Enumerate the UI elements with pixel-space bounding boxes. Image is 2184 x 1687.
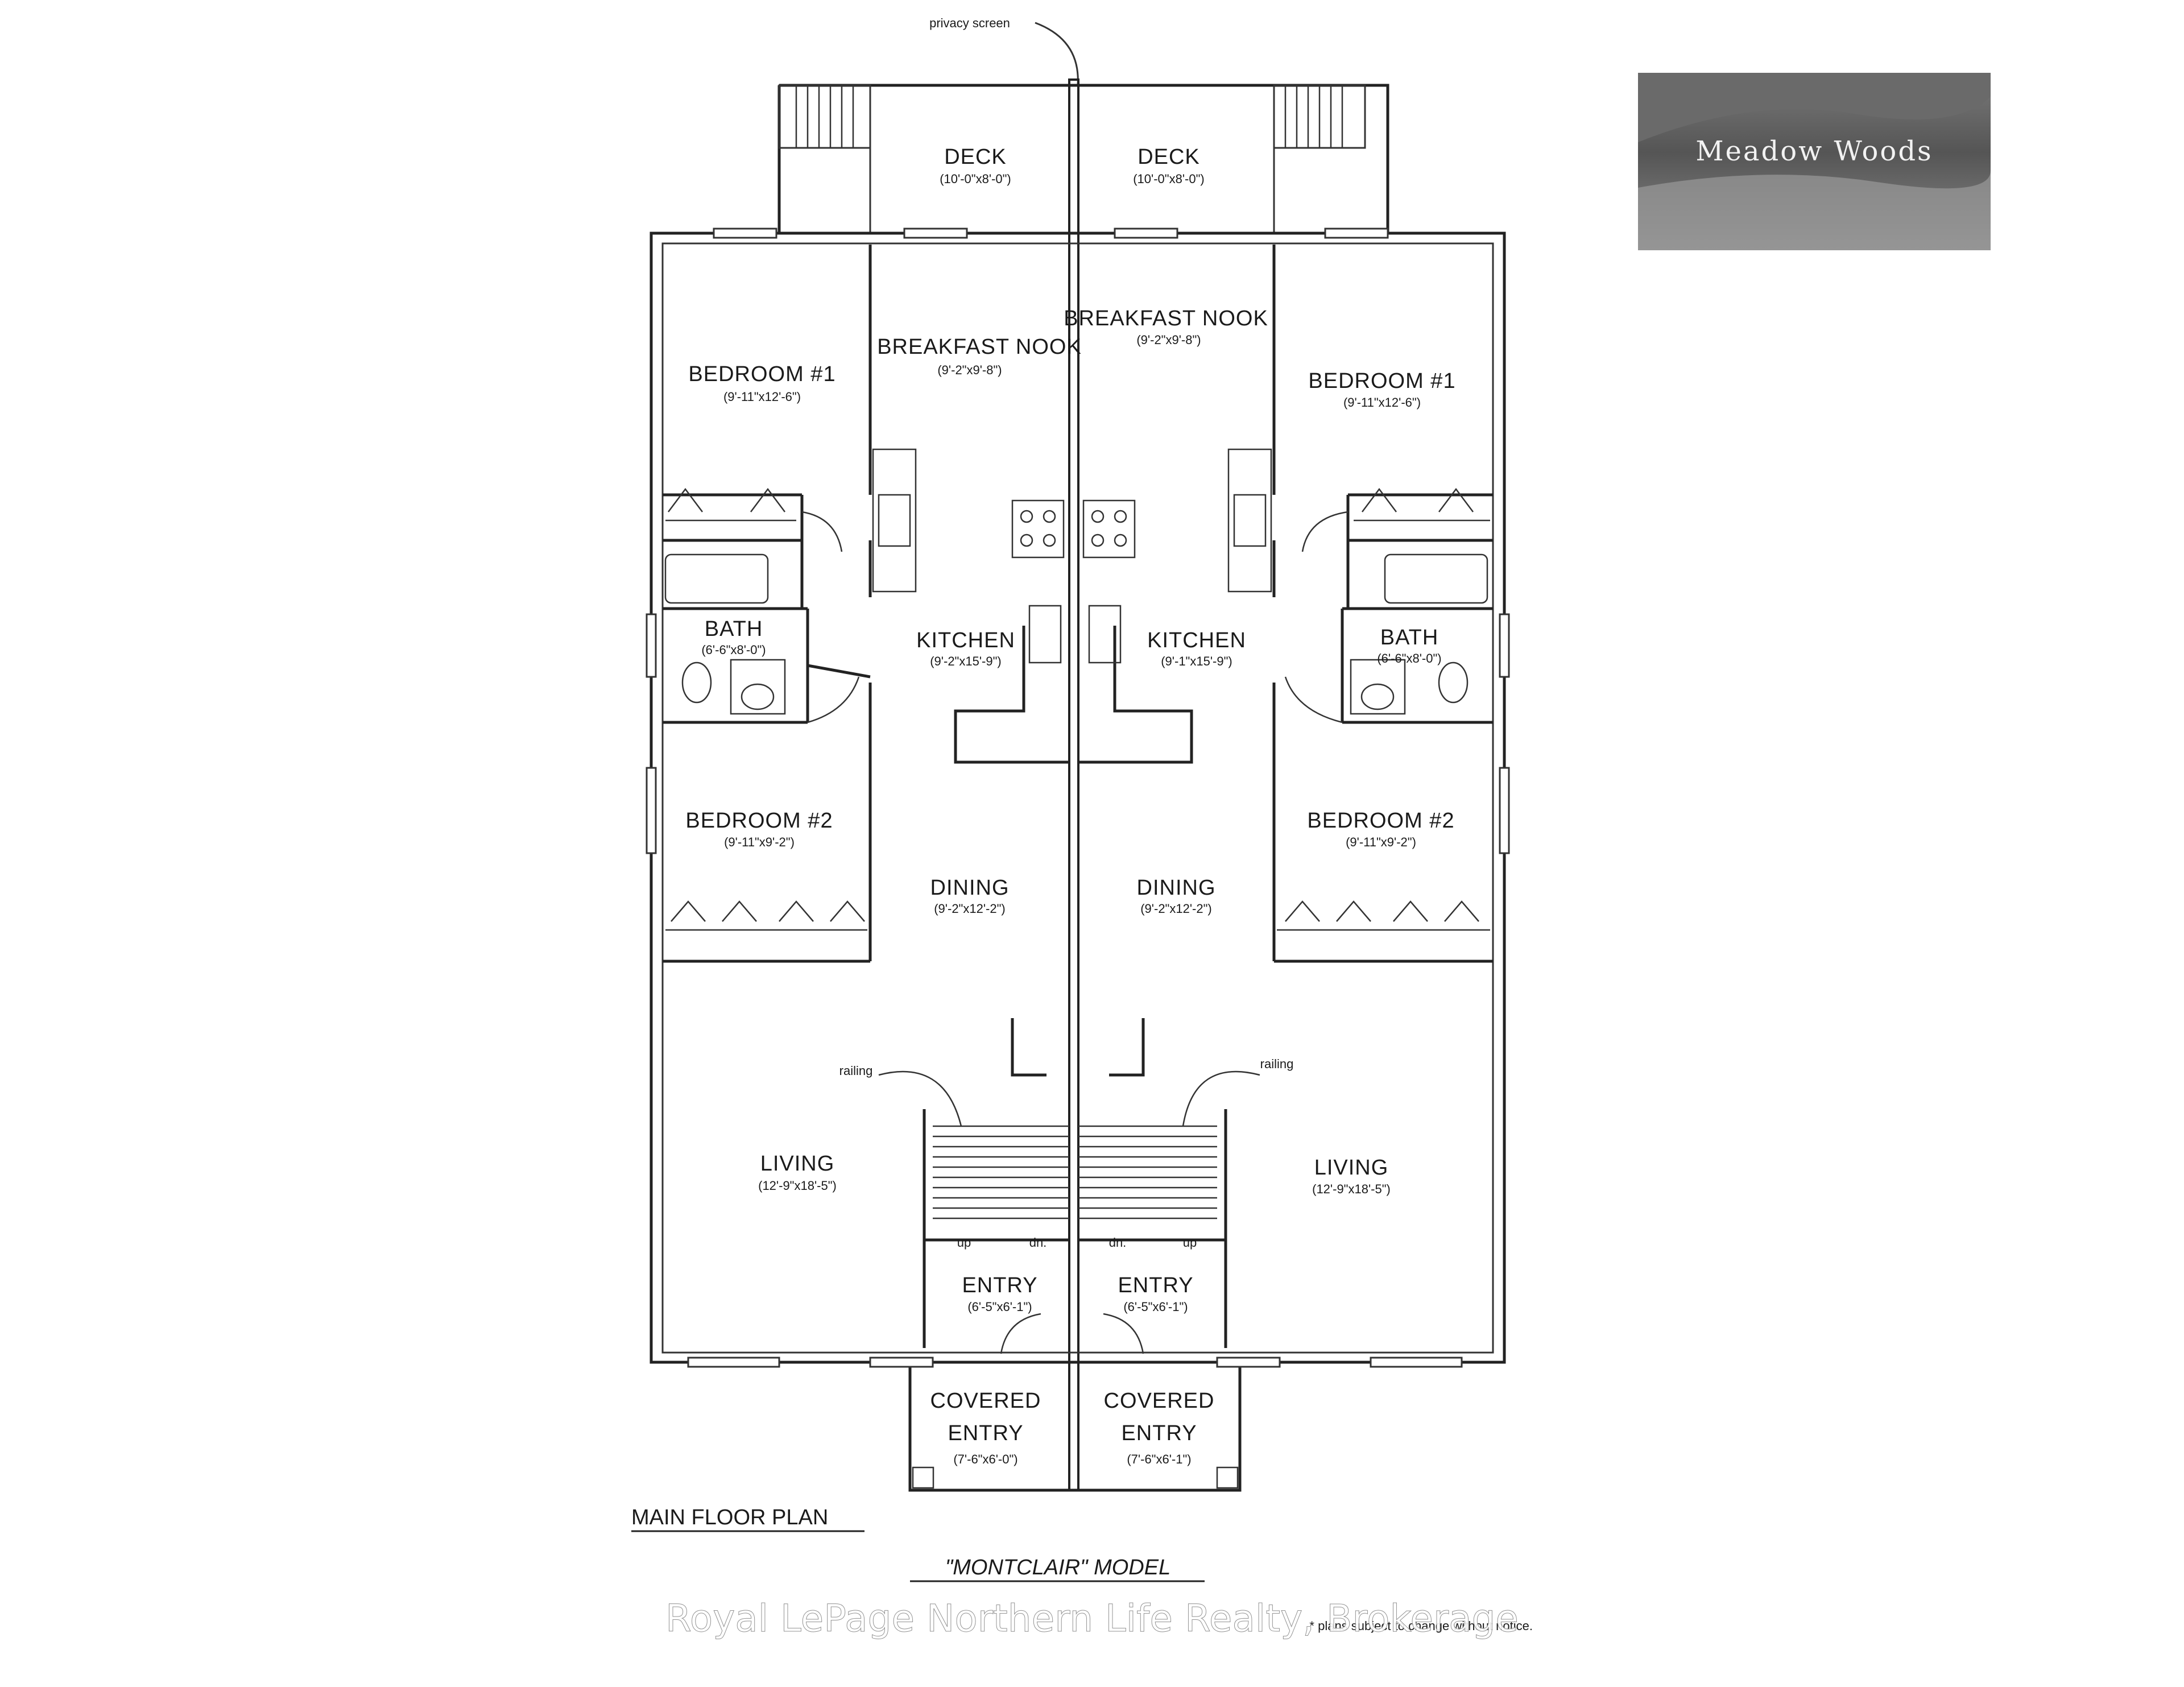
dining-right-name: DINING [1137,876,1216,900]
meadow-woods-logo: Meadow Woods [1638,73,1991,250]
living-left-dim: (12'-9"x18'-5") [758,1179,837,1193]
model-name: "MONTCLAIR" MODEL [945,1556,1170,1580]
living-left-name: LIVING [760,1152,835,1176]
bedroom2-right-dim: (9'-11"x9'-2") [1346,835,1416,849]
nook-left-name: BREAKFAST NOOK [877,335,1082,359]
nook-right-name: BREAKFAST NOOK [1064,307,1268,330]
bath-left-name: BATH [705,617,763,641]
covered-left-line1: COVERED [930,1389,1041,1413]
privacy-screen-label: privacy screen [929,16,1010,30]
bedroom1-right-dim: (9'-11"x12'-6") [1343,395,1421,410]
bedroom1-left-dim: (9'-11"x12'-6") [723,390,801,404]
entry-left-name: ENTRY [962,1273,1037,1297]
bath-right-name: BATH [1380,626,1439,650]
nook-left-dim: (9'-2"x9'-8") [937,363,1002,377]
entry-stairs-right [1078,1125,1217,1219]
stairs-dn-right: dn. [1109,1235,1127,1250]
entry-right-name: ENTRY [1118,1273,1193,1297]
windows [646,228,1510,1368]
party-wall [1068,78,1079,1491]
kitchen-right-name: KITCHEN [1147,629,1246,652]
dining-left-name: DINING [930,876,1010,900]
privacy-screen-leader [1035,22,1079,86]
deck-right-name: DECK [1138,145,1200,169]
bedroom1-right-name: BEDROOM #1 [1308,369,1455,393]
entry-stairs-left [933,1125,1069,1219]
bedroom1-left-name: BEDROOM #1 [688,362,835,386]
bath-left-dim: (6'-6"x8'-0") [701,643,766,657]
kitchen-right-dim: (9'-1"x15'-9") [1161,654,1232,668]
interior-walls [663,245,1493,1492]
covered-right-line2: ENTRY [1121,1421,1197,1445]
plan-title: MAIN FLOOR PLAN [631,1506,828,1529]
deck-left-name: DECK [944,145,1007,169]
bath-right-dim: (6'-6"x8'-0") [1377,651,1441,665]
stairs-dn-left: dn. [1029,1235,1047,1250]
living-right-dim: (12'-9"x18'-5") [1312,1182,1391,1196]
stairs-up-right: up [1183,1235,1197,1250]
deck-stairs-right [1284,85,1343,148]
covered-right-dim: (7'-6"x6'-1") [1127,1452,1191,1466]
railing-left-label: railing [839,1064,873,1078]
deck-left-dim: (10'-0"x8'-0") [940,172,1011,186]
deck-right-dim: (10'-0"x8'-0") [1133,172,1205,186]
deck-stairs-left [795,85,854,148]
covered-left-line2: ENTRY [948,1421,1023,1445]
dining-right-dim: (9'-2"x12'-2") [1140,902,1212,916]
railing-right-label: railing [1260,1057,1294,1071]
bedroom2-right-name: BEDROOM #2 [1307,809,1454,833]
bedroom2-left-dim: (9'-11"x9'-2") [724,835,795,849]
disclaimer: * plans subject to change without notice… [1309,1619,1533,1633]
stairs-up-left: up [957,1235,971,1250]
room-labels: DECK (10'-0"x8'-0") DECK (10'-0"x8'-0") … [685,145,1455,1466]
covered-right-line1: COVERED [1104,1389,1215,1413]
nook-right-dim: (9'-2"x9'-8") [1136,333,1201,347]
deck-structure [777,84,1389,233]
entry-left-dim: (6'-5"x6'-1") [967,1300,1032,1314]
bedroom2-left-name: BEDROOM #2 [685,809,833,833]
dining-left-dim: (9'-2"x12'-2") [934,902,1006,916]
entry-right-dim: (6'-5"x6'-1") [1123,1300,1188,1314]
brokerage-watermark: Royal LePage Northern Life Realty, Broke… [665,1597,1519,1640]
covered-left-dim: (7'-6"x6'-0") [953,1452,1017,1466]
kitchen-left-name: KITCHEN [916,629,1015,652]
living-right-name: LIVING [1314,1156,1389,1180]
fixtures [664,448,1490,1489]
kitchen-left-dim: (9'-2"x15'-9") [930,654,1002,668]
logo-text: Meadow Woods [1695,135,1933,167]
